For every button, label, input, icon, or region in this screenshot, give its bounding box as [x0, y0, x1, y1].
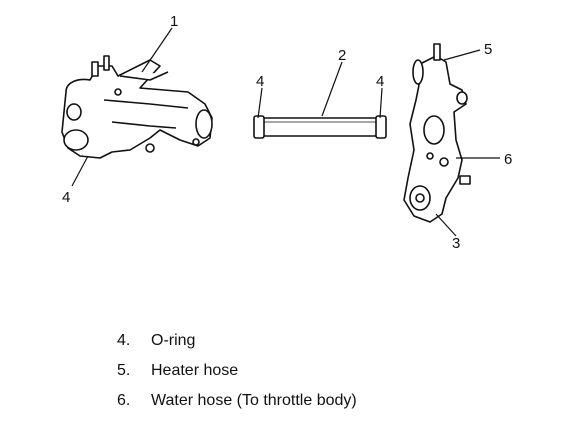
- part-3-outlet-housing: [403, 43, 471, 223]
- callout-2: 2: [338, 47, 346, 64]
- legend-item: 6. Water hose (To throttle body): [117, 386, 357, 416]
- legend-item: 5. Heater hose: [117, 356, 357, 386]
- parts-legend: 4. O-ring 5. Heater hose 6. Water hose (…: [117, 326, 357, 416]
- part-1-inlet-housing: [61, 55, 213, 159]
- legend-number: 5.: [117, 362, 131, 379]
- parts-diagram: 1 2 4 4 4 5 6 3: [61, 13, 512, 252]
- leader-lines: [71, 27, 500, 237]
- legend-text: Heater hose: [151, 362, 239, 379]
- callout-3: 3: [452, 235, 460, 252]
- legend-number: 6.: [117, 392, 131, 409]
- o-ring-right: [375, 115, 387, 139]
- part-2-hose: [253, 115, 387, 139]
- legend-text: Water hose (To throttle body): [151, 392, 357, 409]
- callout-4-hose-left: 4: [256, 73, 264, 90]
- callout-1: 1: [170, 13, 178, 30]
- legend-number: 4.: [117, 332, 131, 349]
- callout-4-housing: 4: [62, 189, 70, 206]
- callout-6: 6: [504, 151, 512, 168]
- callout-5: 5: [484, 41, 492, 58]
- o-ring-left: [253, 115, 265, 139]
- legend-item: 4. O-ring: [117, 326, 357, 356]
- callout-4-hose-right: 4: [376, 73, 384, 90]
- legend-text: O-ring: [151, 332, 196, 349]
